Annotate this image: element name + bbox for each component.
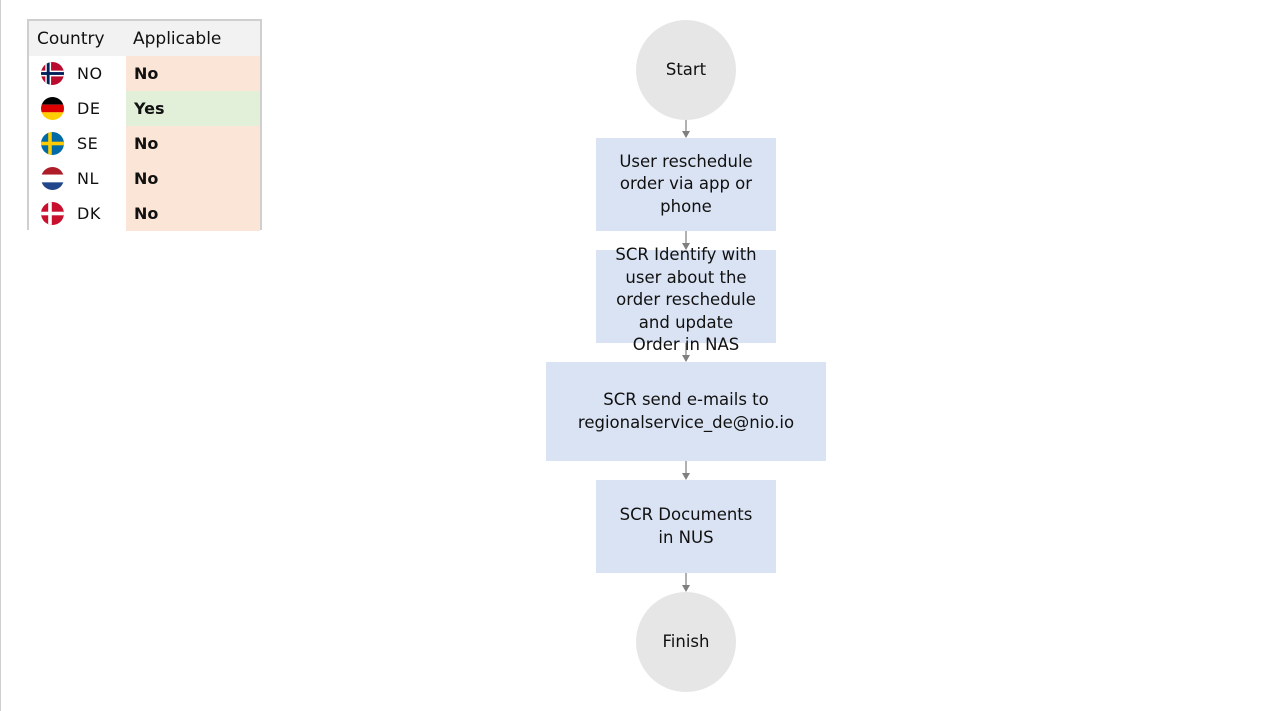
- node-label: SCR send e-mails to regionalservice_de@n…: [577, 390, 795, 432]
- sweden-flag-icon: [41, 132, 64, 155]
- country-code: NO: [77, 64, 103, 83]
- node-label: SCR Documents in NUS: [619, 505, 753, 547]
- header-applicable: Applicable: [133, 29, 222, 49]
- node-label: SCR Identify with user about the order r…: [615, 245, 757, 354]
- table-row-de: DE Yes: [29, 91, 260, 126]
- applicable-cell: No: [126, 56, 260, 91]
- norway-flag-icon: [41, 62, 64, 85]
- finish-node: Finish: [636, 592, 736, 692]
- country-cell: NO: [29, 56, 126, 91]
- email-node: SCR send e-mails to regionalservice_de@n…: [546, 362, 826, 461]
- country-applicability-table: Country Applicable NO No: [27, 19, 262, 231]
- reschedule-node: User reschedule order via app or phone: [596, 138, 776, 231]
- table-row-se: SE No: [29, 126, 260, 161]
- table-header: Country Applicable: [29, 21, 260, 56]
- applicable-cell: Yes: [126, 91, 260, 126]
- document-node: SCR Documents in NUS: [596, 480, 776, 573]
- identify-node: SCR Identify with user about the order r…: [596, 245, 776, 354]
- country-cell: SE: [29, 126, 126, 161]
- table-row-no: NO No: [29, 56, 260, 91]
- country-code: SE: [77, 134, 99, 153]
- arrowhead-icon: [682, 355, 690, 362]
- start-node: Start: [636, 20, 736, 120]
- applicable-cell: No: [126, 196, 260, 231]
- country-code: DK: [77, 204, 101, 223]
- country-cell: NL: [29, 161, 126, 196]
- applicable-cell: No: [126, 126, 260, 161]
- germany-flag-icon: [41, 97, 64, 120]
- country-code: DE: [77, 99, 101, 118]
- applicable-cell: No: [126, 161, 260, 196]
- arrowhead-icon: [682, 131, 690, 138]
- country-cell: DK: [29, 196, 126, 231]
- country-cell: DE: [29, 91, 126, 126]
- table-row-dk: DK No: [29, 196, 260, 231]
- arrowhead-icon: [682, 585, 690, 592]
- table-row-nl: NL No: [29, 161, 260, 196]
- header-country: Country: [37, 29, 105, 49]
- node-label: Start: [665, 59, 707, 79]
- country-code: NL: [77, 169, 99, 188]
- denmark-flag-icon: [41, 202, 64, 225]
- arrowhead-icon: [682, 473, 690, 480]
- node-label: User reschedule order via app or phone: [619, 151, 753, 216]
- arrowhead-icon: [682, 243, 690, 250]
- node-label: Finish: [662, 631, 710, 651]
- netherlands-flag-icon: [41, 167, 64, 190]
